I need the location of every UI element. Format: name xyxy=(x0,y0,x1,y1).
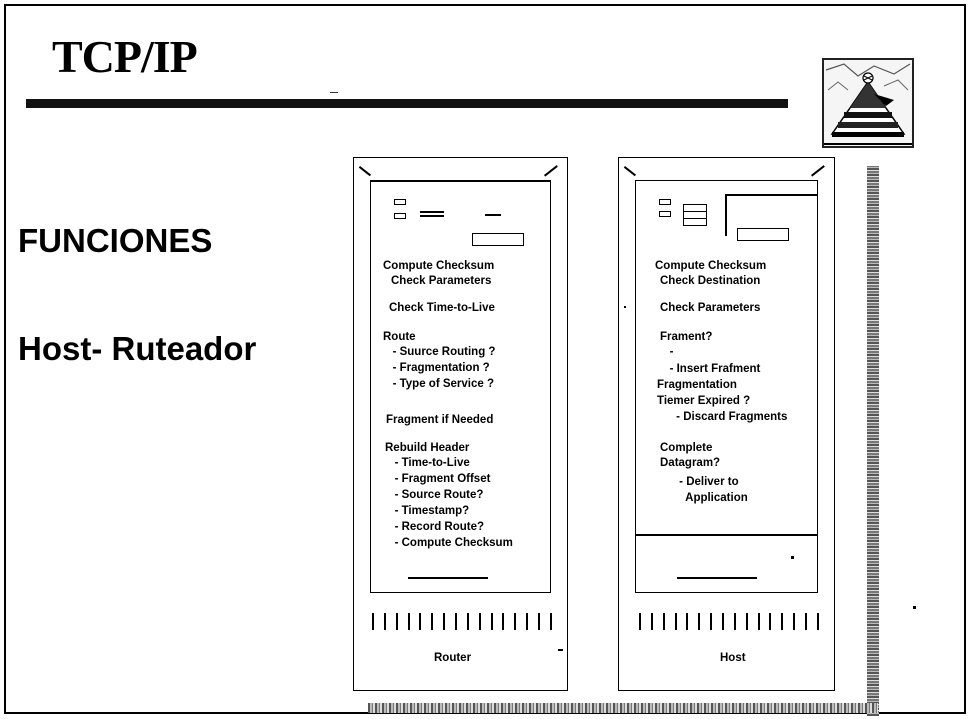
host-line-5: - xyxy=(660,346,674,358)
host-line-11: Datagram? xyxy=(660,457,721,469)
host-line-7: Fragmentation xyxy=(657,379,737,391)
host-cabinet: Host xyxy=(618,157,835,691)
router-cabinet: Router xyxy=(353,157,568,691)
host-line-12: - Deliver to xyxy=(660,476,739,488)
host-line-1: Compute Checksum xyxy=(655,260,767,272)
pyramid-logo-icon xyxy=(822,58,914,148)
router-line-15: - Compute Checksum xyxy=(385,537,513,549)
host-line-3: Check Parameters xyxy=(660,302,761,314)
router-line-7: - Type of Service ? xyxy=(383,378,494,390)
functions-heading: FUNCIONES xyxy=(18,222,213,259)
router-line-13: - Timestamp? xyxy=(385,505,470,517)
router-line-6: - Fragmentation ? xyxy=(383,362,490,374)
router-line-14: - Record Route? xyxy=(385,521,485,533)
slide-title: TCP/IP xyxy=(52,31,198,82)
router-vent xyxy=(372,613,552,630)
router-line-1: Compute Checksum xyxy=(383,260,495,272)
router-line-2: Check Parameters xyxy=(391,275,492,287)
host-vent xyxy=(639,613,819,630)
host-label: Host xyxy=(720,652,746,664)
slide-frame xyxy=(4,4,966,714)
host-line-10: Complete xyxy=(660,442,713,454)
host-router-heading: Host- Ruteador xyxy=(18,330,257,367)
router-line-3: Check Time-to-Live xyxy=(389,302,495,314)
router-line-5: - Suurce Routing ? xyxy=(383,346,496,358)
title-dash xyxy=(330,92,338,93)
host-screen xyxy=(635,180,818,593)
host-line-2: Check Destination xyxy=(660,275,761,287)
decorative-side-border xyxy=(867,166,879,716)
router-line-12: - Source Route? xyxy=(385,489,484,501)
router-line-4: Route xyxy=(383,331,416,343)
host-line-9: - Discard Fragments xyxy=(657,411,788,423)
host-line-13: Application xyxy=(660,492,748,504)
host-line-4: Frament? xyxy=(660,331,713,343)
router-line-8: Fragment if Needed xyxy=(386,414,494,426)
title-underline xyxy=(26,99,788,108)
host-line-8: Tiemer Expired ? xyxy=(657,395,751,407)
decorative-bottom-border xyxy=(368,703,878,713)
router-label: Router xyxy=(434,652,472,664)
router-line-10: - Time-to-Live xyxy=(385,457,470,469)
host-line-6: - Insert Frafment xyxy=(660,363,761,375)
router-line-9: Rebuild Header xyxy=(385,442,470,454)
router-line-11: - Fragment Offset xyxy=(385,473,491,485)
